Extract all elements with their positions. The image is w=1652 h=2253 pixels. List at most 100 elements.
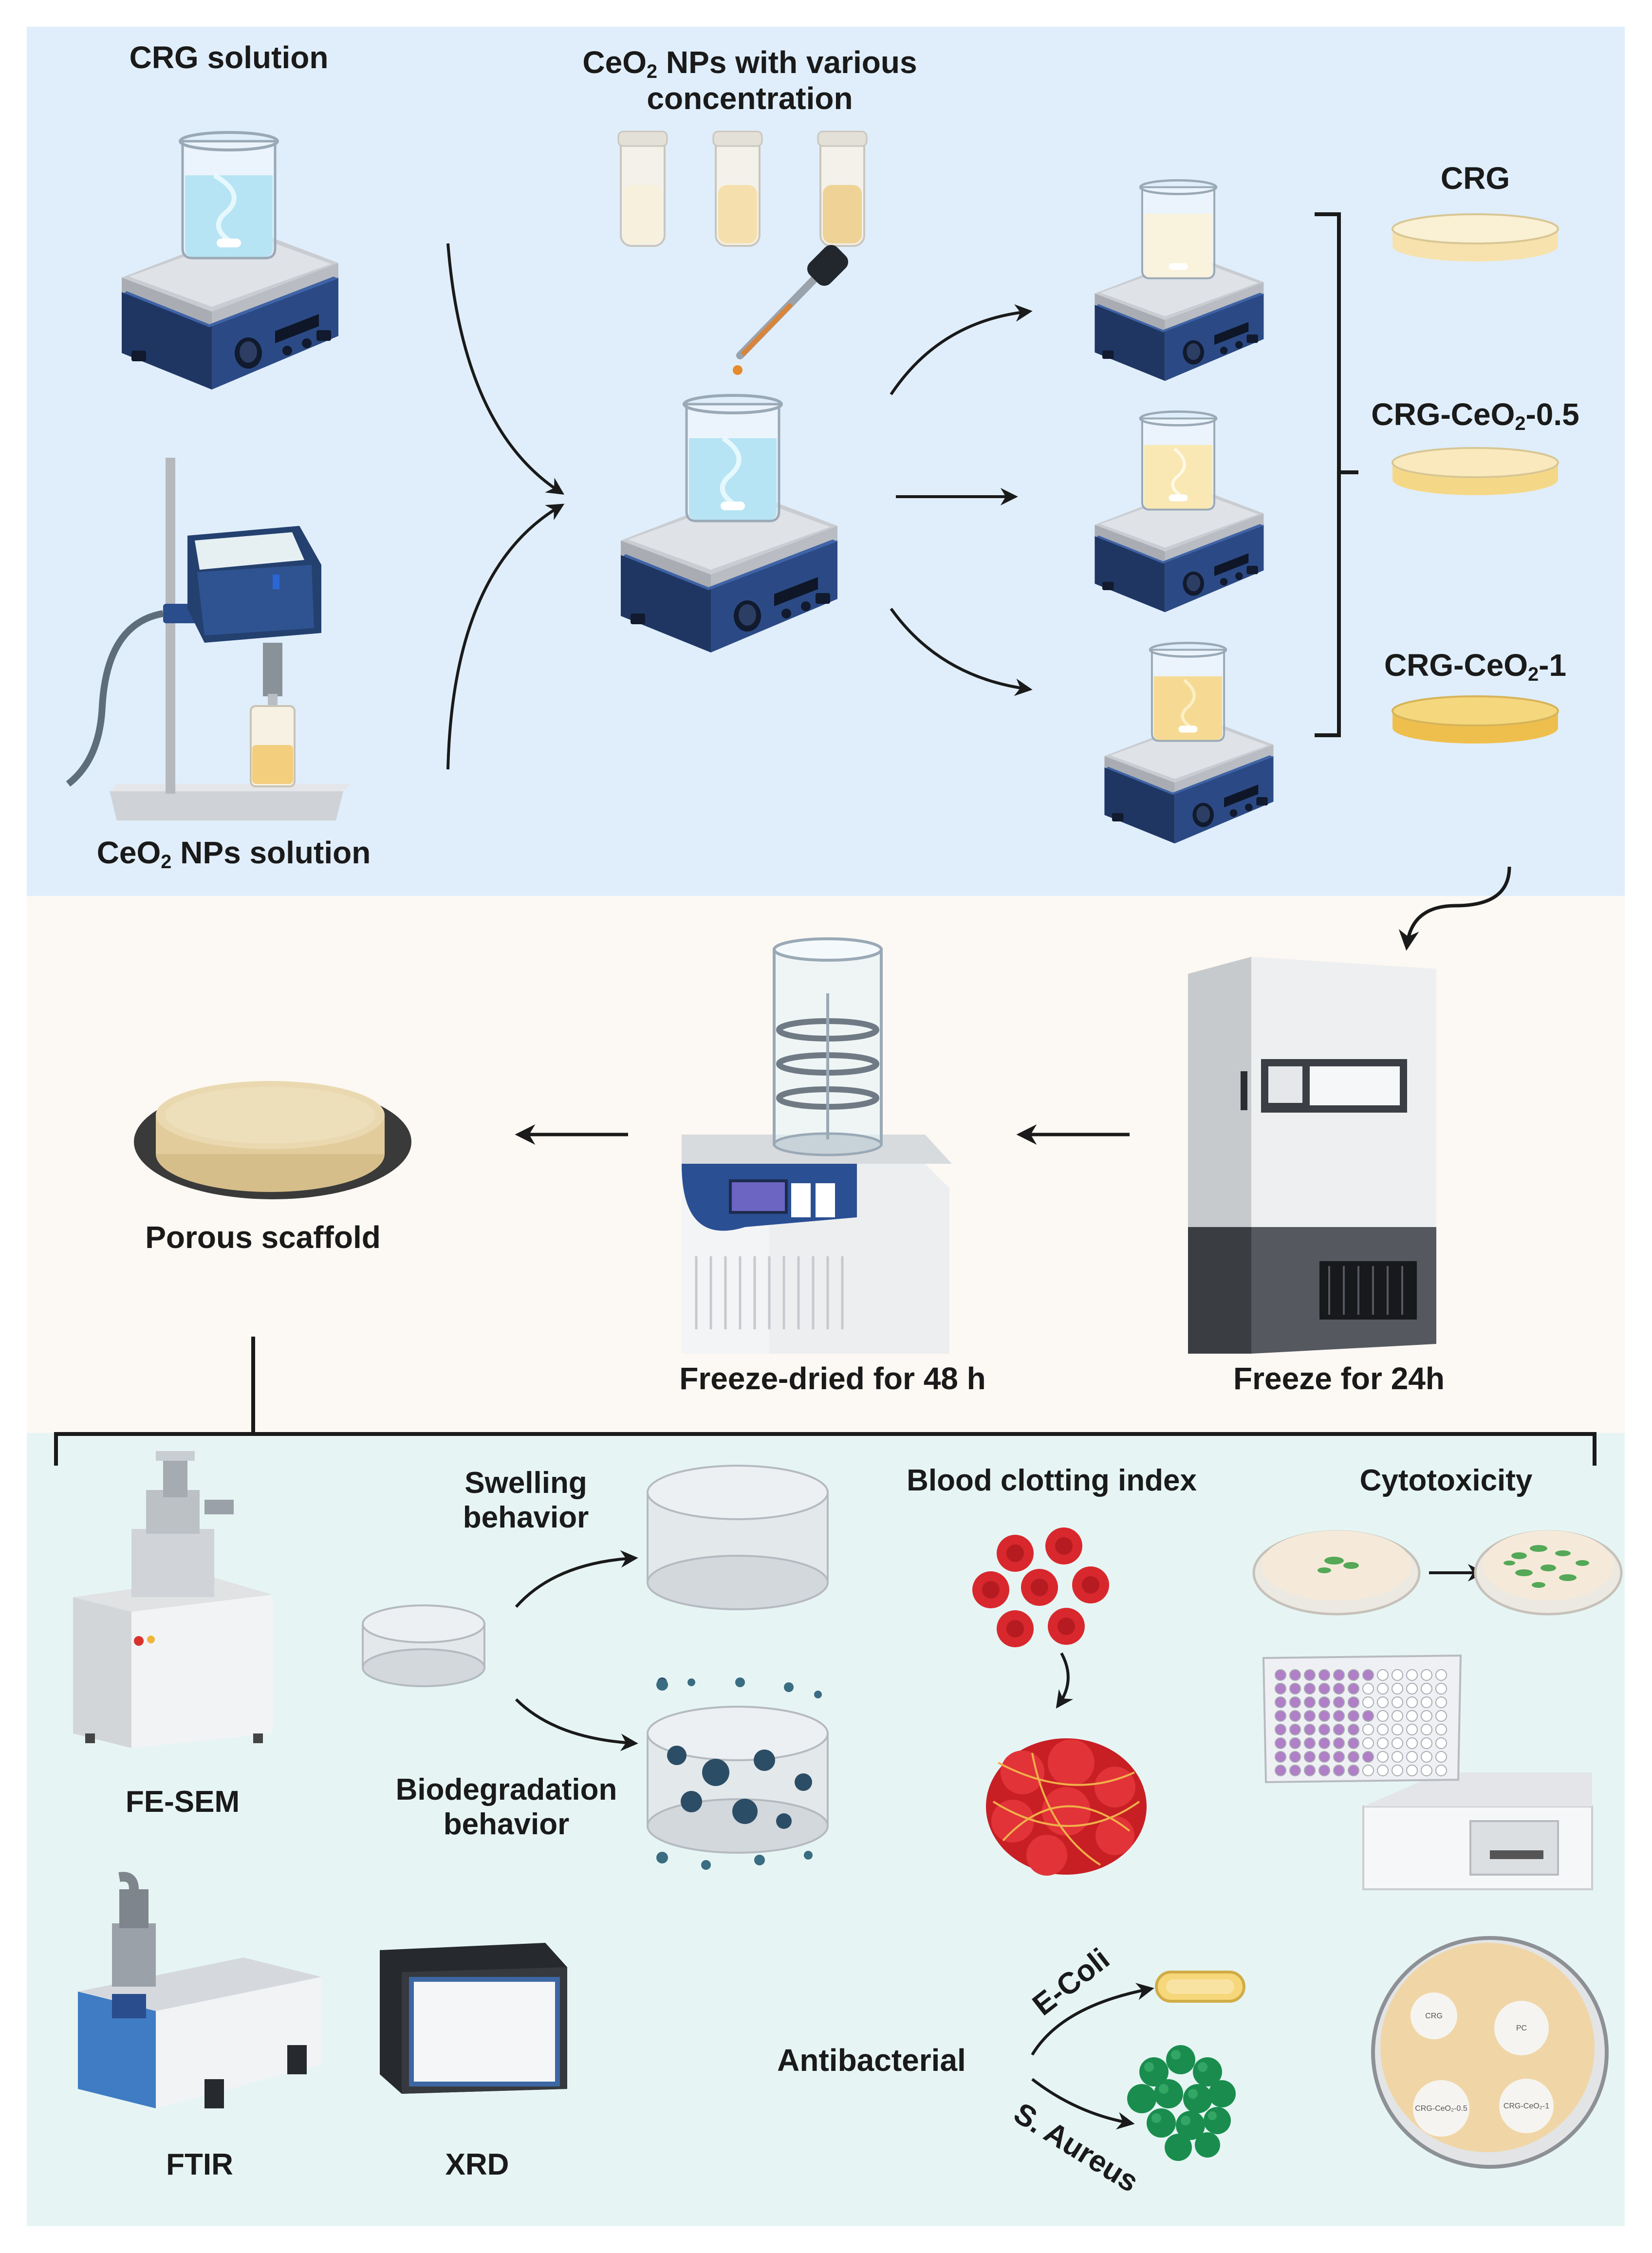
well [1362,1751,1374,1763]
well [1377,1765,1389,1776]
plate-label-crg-1: CRG-CeO₂-1 [1504,2102,1549,2110]
well [1275,1751,1286,1763]
well [1318,1737,1330,1749]
well [1289,1669,1301,1681]
crg-ceo2-0.5-label: CRG-CeO2-0.5 [1371,397,1579,434]
well [1289,1765,1301,1776]
well [1435,1765,1447,1776]
petri-dish-icon [1252,1530,1421,1616]
well [1289,1710,1301,1722]
well [1406,1669,1418,1681]
well [1377,1751,1389,1763]
ultrasonic-homogenizer-icon [66,458,351,820]
well [1392,1710,1403,1722]
well [1421,1669,1432,1681]
well [1421,1696,1432,1708]
well [1348,1683,1359,1694]
ultra-freezer-icon [1188,957,1436,1354]
plate-label-crg-0.5: CRG-CeO₂-0.5 [1415,2104,1467,2113]
well [1304,1669,1316,1681]
well [1333,1669,1345,1681]
well [1392,1696,1403,1708]
freeze-label: Freeze for 24h [1233,1361,1445,1396]
well-grid [1275,1669,1447,1776]
well [1275,1669,1286,1681]
well [1275,1765,1286,1776]
well [1333,1737,1345,1749]
well [1304,1765,1316,1776]
well [1333,1710,1345,1722]
well [1392,1724,1403,1735]
xrd-icon [380,1943,567,2094]
cytotoxicity-label: Cytotoxicity [1359,1464,1533,1497]
plate-label-crg: CRG [1425,2012,1443,2020]
well [1318,1696,1330,1708]
scaffold-icon [362,1604,485,1687]
well [1304,1710,1316,1722]
well [1275,1737,1286,1749]
petri-dish-icon [1392,447,1559,495]
well [1392,1669,1403,1681]
freeze-dried-label: Freeze-dried for 48 h [679,1361,986,1396]
well [1348,1751,1359,1763]
crg-label: CRG [1440,161,1510,196]
well [1406,1765,1418,1776]
plate-reader-icon [1362,1772,1593,1890]
plate-label-pc: PC [1516,2024,1527,2032]
well [1275,1683,1286,1694]
well [1406,1737,1418,1749]
well [1304,1751,1316,1763]
agar-plate-icon: CRG PC CRG-CeO₂-0.5 CRG-CeO₂-1 [1371,1936,1609,2169]
well [1392,1765,1403,1776]
well [1289,1724,1301,1735]
well [1362,1737,1374,1749]
well [1362,1683,1374,1694]
well [1333,1683,1345,1694]
well [1435,1696,1447,1708]
well [1348,1765,1359,1776]
blood-clotting-label: Blood clotting index [907,1464,1197,1497]
well [1421,1751,1432,1763]
well [1275,1696,1286,1708]
well [1406,1710,1418,1722]
well [1435,1737,1447,1749]
well [1318,1751,1330,1763]
well [1406,1696,1418,1708]
well [1421,1724,1432,1735]
antibacterial-label: Antibacterial [777,2043,966,2078]
bacteria-icon [1155,1971,1245,2003]
well [1406,1724,1418,1735]
well [1377,1724,1389,1735]
magnetic-stirrer-icon [1104,643,1274,844]
well [1362,1696,1374,1708]
scaffold-icon [134,1081,411,1199]
crg-solution-label: CRG solution [129,40,329,75]
ftir-label: FTIR [166,2148,233,2181]
well [1289,1696,1301,1708]
fe-sem-icon [73,1451,273,1748]
petri-dish-icon [1392,695,1559,744]
well [1275,1724,1286,1735]
well [1435,1724,1447,1735]
well [1318,1669,1330,1681]
well [1421,1737,1432,1749]
well [1348,1724,1359,1735]
well [1318,1683,1330,1694]
porous-scaffold-label: Porous scaffold [145,1220,381,1255]
well [1304,1737,1316,1749]
well [1377,1696,1389,1708]
well [1304,1696,1316,1708]
well [1377,1737,1389,1749]
well [1304,1683,1316,1694]
well [1362,1765,1374,1776]
well [1406,1751,1418,1763]
well [1435,1751,1447,1763]
well [1377,1683,1389,1694]
well [1333,1751,1345,1763]
ftir-icon [78,1872,321,2108]
well [1435,1669,1447,1681]
